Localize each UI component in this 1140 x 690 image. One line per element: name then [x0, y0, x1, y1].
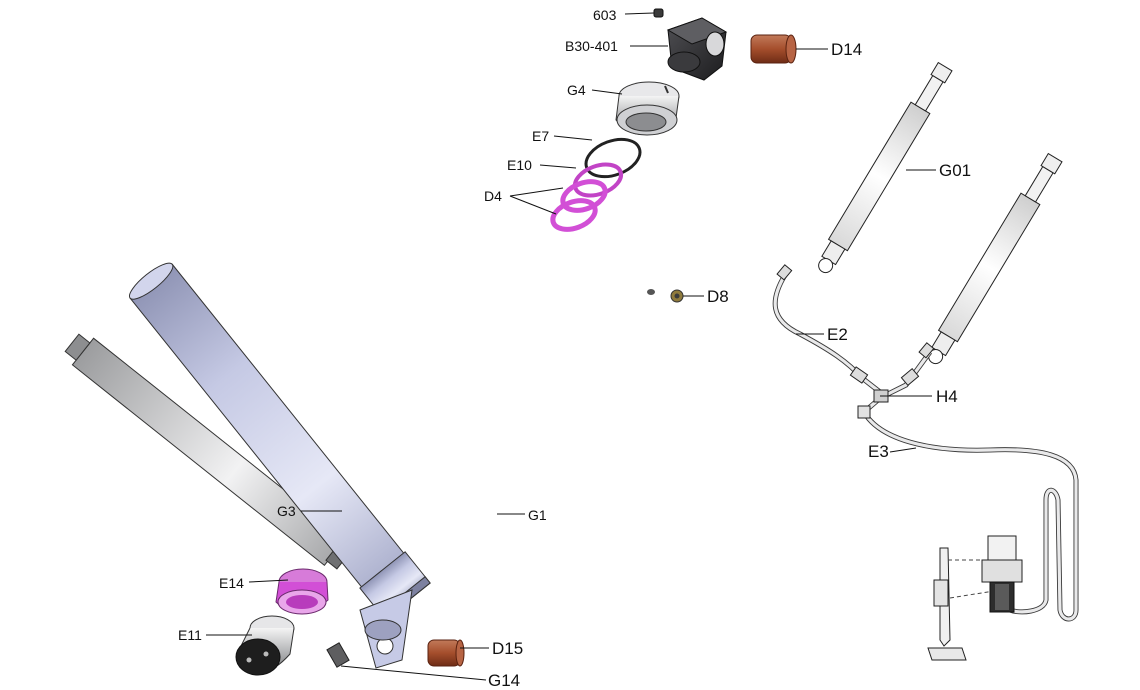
- assembled-cylinder-upper: [818, 61, 953, 274]
- piston-head-e11: [235, 615, 295, 676]
- tee-fitting-h4: [857, 389, 889, 419]
- label-g3: G3: [277, 503, 296, 519]
- hose-fitting-icon: [900, 367, 920, 387]
- bushing-d14: [750, 34, 797, 64]
- label-d15: D15: [492, 639, 523, 658]
- label-g01: G01: [939, 161, 971, 180]
- label-603: 603: [593, 7, 617, 23]
- hose-fitting-icon: [776, 264, 793, 281]
- label-e2: E2: [827, 325, 848, 344]
- port-block-b30-401: [666, 17, 728, 81]
- hose-fitting-icon: [918, 342, 935, 359]
- fitting-d8: [670, 289, 684, 303]
- seal-ring-e10: [572, 162, 624, 198]
- label-e3: E3: [868, 442, 889, 461]
- label-g1: G1: [528, 507, 547, 523]
- assembled-cylinder-lower: [928, 152, 1063, 365]
- seal-rings-d4: [550, 179, 608, 232]
- label-h4: H4: [936, 387, 958, 406]
- bleed-screw-g14: [326, 642, 350, 668]
- label-e7: E7: [532, 128, 549, 144]
- label-e10: E10: [507, 157, 532, 173]
- plug-603: [653, 8, 664, 18]
- label-e11: E11: [178, 627, 202, 643]
- label-d8: D8: [707, 287, 729, 306]
- hose-e3: [860, 398, 1079, 622]
- gland-g4: [615, 81, 680, 136]
- label-g4: G4: [567, 82, 586, 98]
- bushing-d15: [427, 639, 465, 667]
- label-g14: G14: [488, 671, 520, 690]
- hose-upper-right: [882, 350, 933, 399]
- hose-fitting-icon: [849, 366, 869, 384]
- cylinder-barrel-g1: [128, 262, 431, 620]
- pump-unit: [927, 535, 1023, 661]
- barrel-port-hole: [647, 289, 655, 295]
- base-clevis: [359, 589, 413, 669]
- label-d14: D14: [831, 40, 862, 59]
- leader-lines: [206, 12, 936, 681]
- label-e14: E14: [219, 575, 244, 591]
- label-b30-401: B30-401: [565, 38, 618, 54]
- label-d4: D4: [484, 188, 502, 204]
- piston-seal-e14: [275, 568, 329, 615]
